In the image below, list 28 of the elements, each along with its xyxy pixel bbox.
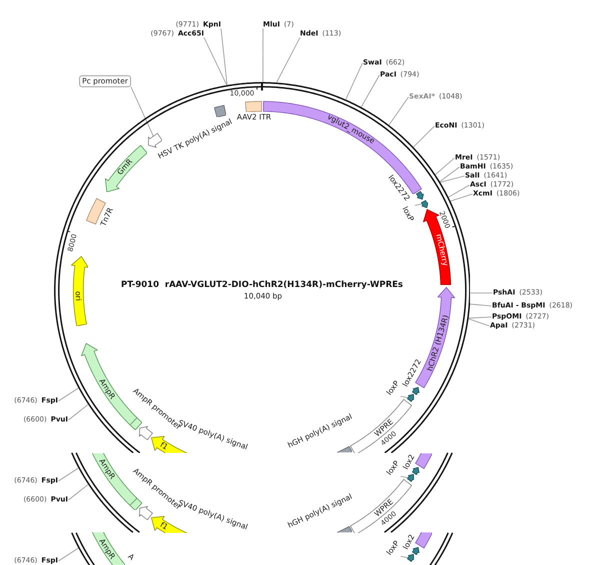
map-title: PT-9010 rAAV-VGLUT2-DIO-hChR2(H134R)-mCherry-WPREs: [121, 280, 403, 290]
leader-line: [68, 404, 88, 420]
leader-line: [262, 28, 264, 82]
leader-line: [58, 468, 79, 482]
leader-line: [470, 292, 493, 294]
leader-line: [58, 548, 79, 562]
leader-line: [400, 396, 408, 398]
leader-line: [58, 388, 79, 402]
leader-line: [413, 126, 435, 148]
leader-line: [220, 28, 228, 86]
leader-line: [439, 166, 460, 182]
leader-line: [468, 318, 490, 326]
leader-line: [68, 484, 88, 500]
leader-line: [345, 62, 363, 100]
leader-line: [400, 556, 408, 558]
leader-line: [448, 184, 470, 198]
leader-line: [400, 476, 408, 478]
leader-line: [204, 37, 227, 86]
leader-line: [276, 37, 300, 83]
leader-line: [468, 316, 492, 319]
leader-line: [450, 194, 473, 202]
leader-line: [440, 176, 465, 183]
leader-line: [434, 158, 455, 175]
leader-line: [388, 96, 409, 126]
leader-line: [414, 204, 422, 206]
leader-line: [469, 304, 492, 306]
leader-line: [360, 74, 380, 108]
leader-line: [130, 86, 154, 136]
